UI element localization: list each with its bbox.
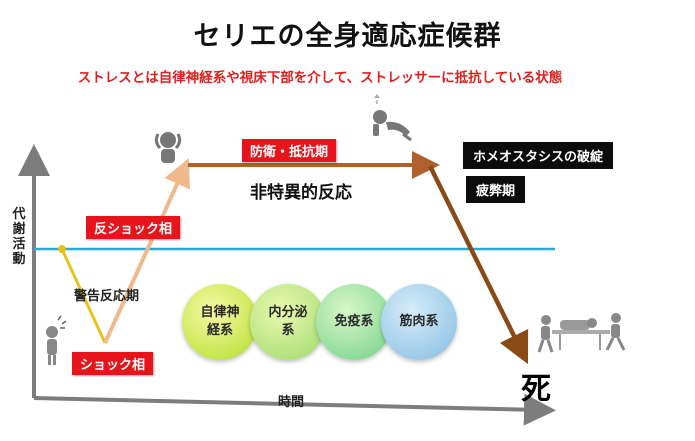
alarm-line bbox=[60, 248, 107, 344]
anti-shock-label: 反ショック相 bbox=[86, 216, 181, 239]
shock-phase-label: ショック相 bbox=[72, 352, 154, 375]
exhaustion-phase-label: 疲弊期 bbox=[466, 176, 526, 203]
system-circle-endocrine: 内分泌系 bbox=[250, 284, 326, 360]
x-axis-label: 時間 bbox=[278, 395, 305, 410]
subtitle: ストレスとは自律神経系や視床下部を介して、ストレッサーに抵抗している状態 bbox=[77, 70, 563, 86]
rise-line bbox=[103, 158, 190, 344]
death-label: 死 bbox=[521, 372, 551, 407]
system-line1: 免疫系 bbox=[334, 314, 374, 329]
stressed-person-icon bbox=[46, 315, 67, 365]
collapsing-person-icon bbox=[373, 94, 412, 142]
system-line2: 系 bbox=[281, 323, 295, 338]
head-holding-person-icon bbox=[154, 132, 182, 163]
nonspecific-response-label: 非特異的反応 bbox=[250, 183, 352, 203]
system-line1: 筋肉系 bbox=[399, 314, 439, 329]
system-line1: 自律神 bbox=[200, 305, 240, 320]
system-line1: 内分泌 bbox=[268, 305, 308, 320]
x-axis bbox=[33, 393, 556, 426]
system-circle-muscular: 筋肉系 bbox=[381, 284, 457, 360]
system-line2: 経系 bbox=[206, 323, 233, 338]
page-title: セリエの全身適応症候群 bbox=[193, 21, 502, 52]
y-axis-label: 代謝活動 bbox=[12, 207, 26, 267]
defense-phase-label: 防衛・抵抗期 bbox=[242, 139, 337, 162]
stretcher-icon bbox=[537, 313, 626, 353]
homeostasis-breakdown-label: ホメオスタシスの破綻 bbox=[463, 142, 614, 169]
exhaustion-line bbox=[427, 165, 529, 365]
start-point bbox=[58, 245, 66, 253]
system-circle-autonomic: 自律神経系 bbox=[182, 284, 258, 360]
system-circle-immune: 免疫系 bbox=[316, 284, 392, 360]
alarm-phase-label: 警告反応期 bbox=[74, 289, 140, 304]
